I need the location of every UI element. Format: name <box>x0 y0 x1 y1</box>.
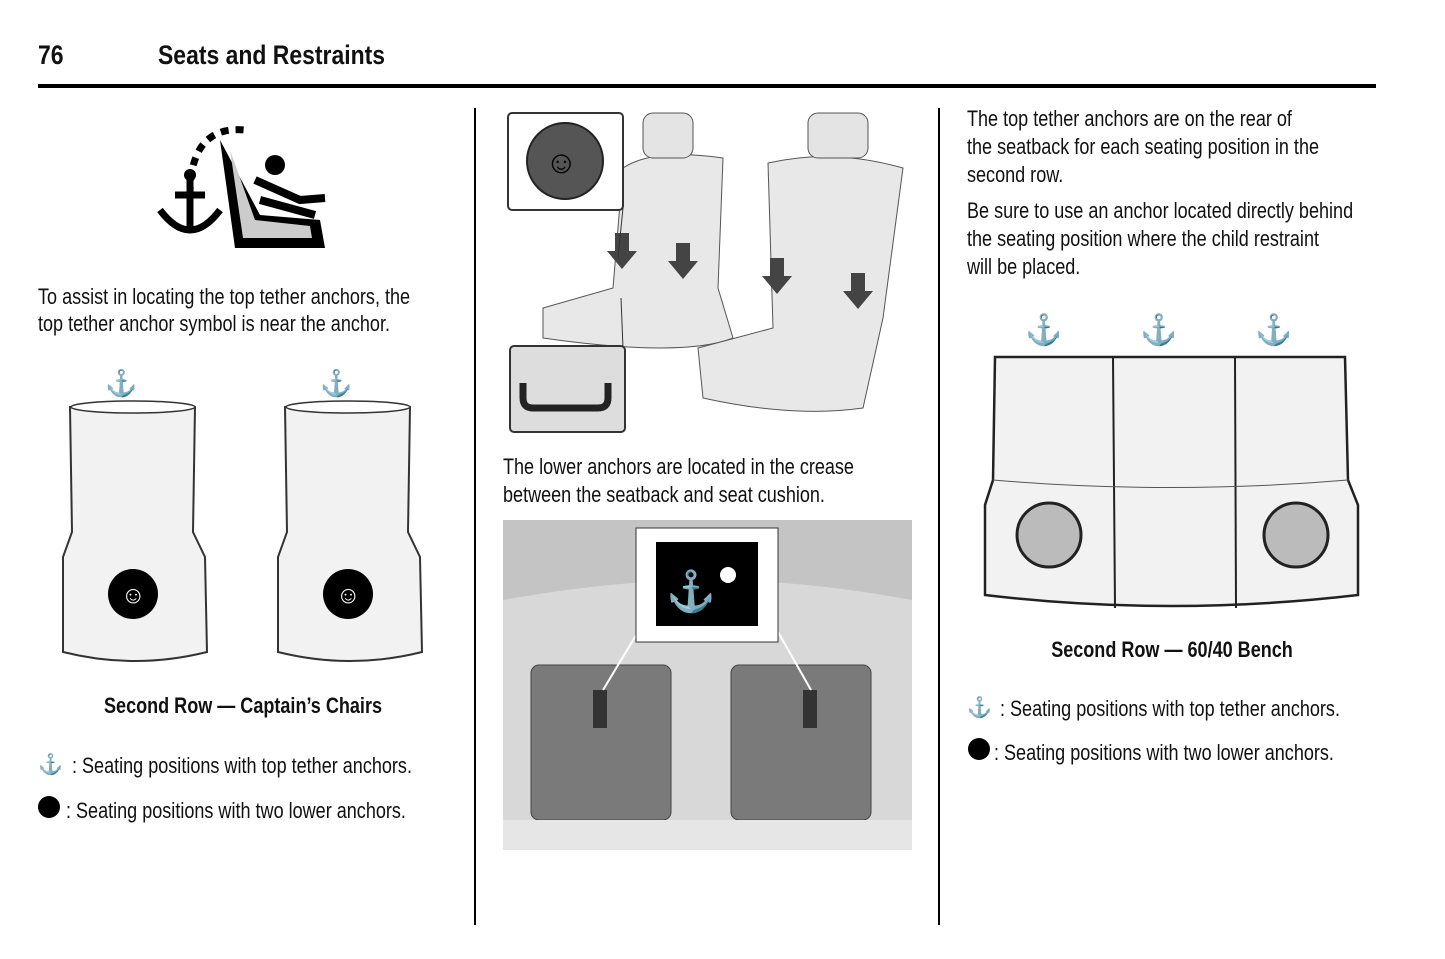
lower-anchor-seat-illustration: ☺ <box>507 112 904 433</box>
tether-icon: ⚓ <box>1025 312 1062 347</box>
intro-line: To assist in locating the top tether anc… <box>38 284 411 309</box>
lower-anchor-text: between the seatback and seat cushion. <box>503 482 825 507</box>
tether-legend-icon: ⚓ <box>38 754 63 776</box>
anchor-usage-text: will be placed. <box>967 254 1081 279</box>
tether-icon: ⚓ <box>105 368 137 398</box>
lower-anchor-legend-icon <box>38 796 60 818</box>
lower-anchor-legend-text: : Seating positions with two lower ancho… <box>994 740 1334 765</box>
page-title: Seats and Restraints <box>158 40 386 70</box>
svg-text:☺: ☺ <box>545 144 578 180</box>
tether-legend-text: : Seating positions with top tether anch… <box>72 753 412 778</box>
tether-legend-text: : Seating positions with top tether anch… <box>1000 696 1340 721</box>
tether-icon: ⚓ <box>666 568 716 614</box>
header-rule <box>38 84 1376 88</box>
cargo-area-photo: ⚓ <box>503 520 912 850</box>
page-number: 76 <box>38 40 64 70</box>
tether-location-text: the seatback for each seating position i… <box>967 134 1320 159</box>
tether-legend-icon: ⚓ <box>967 697 992 719</box>
column-divider <box>938 108 940 925</box>
tether-location-text: The top tether anchors are on the rear o… <box>967 106 1292 131</box>
bench-seat-diagram: ⚓ ⚓ ⚓ <box>983 312 1360 609</box>
svg-text:☺: ☺ <box>121 582 146 609</box>
anchor-usage-text: Be sure to use an anchor located directl… <box>967 198 1354 223</box>
captains-chairs-caption: Second Row — Captain’s Chairs <box>103 693 383 718</box>
anchor-usage-text: the seating position where the child res… <box>967 226 1319 251</box>
lower-anchor-legend-text: : Seating positions with two lower ancho… <box>66 798 406 823</box>
lower-anchor-legend-icon <box>968 738 990 760</box>
captains-chairs-diagram: ⚓ ☺ <box>62 367 423 662</box>
intro-line: top tether anchor symbol is near the anc… <box>38 311 390 336</box>
tether-location-text: second row. <box>967 162 1064 187</box>
bench-caption: Second Row — 60/40 Bench <box>1051 637 1293 662</box>
column-divider <box>474 108 476 925</box>
top-tether-symbol-icon <box>157 126 326 248</box>
lower-anchor-text: The lower anchors are located in the cre… <box>503 454 854 479</box>
tether-icon: ⚓ <box>1140 312 1177 347</box>
tether-icon: ⚓ <box>1255 312 1292 347</box>
